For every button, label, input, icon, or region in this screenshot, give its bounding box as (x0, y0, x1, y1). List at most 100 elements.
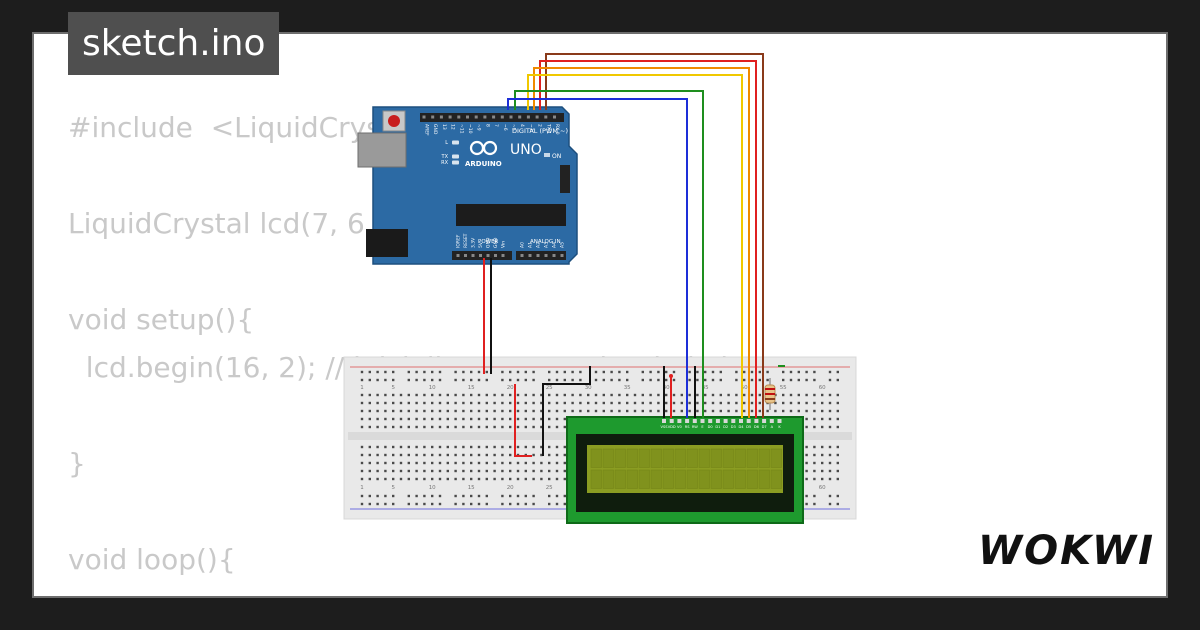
digital-pin-label: RX 0 (554, 124, 560, 135)
digital-pin[interactable] (553, 115, 556, 119)
column-number: 1 (360, 485, 364, 491)
power-pin[interactable] (501, 254, 505, 257)
digital-pin-label: 2 (537, 124, 543, 127)
analog-pin[interactable] (560, 254, 564, 257)
power-pin[interactable] (456, 254, 460, 257)
lcd-pin[interactable] (700, 419, 705, 423)
wire-green-d6[interactable] (514, 90, 704, 418)
digital-pin-label: 12 (450, 124, 456, 130)
lcd-pin[interactable] (746, 419, 751, 423)
lcd-pin[interactable] (685, 419, 690, 423)
wire-red-d2[interactable] (539, 60, 757, 418)
power-label: POWER (478, 239, 499, 245)
lcd-cell (770, 469, 782, 489)
digital-pin[interactable] (483, 115, 487, 119)
digital-pin[interactable] (439, 115, 443, 119)
power-pin[interactable] (494, 254, 497, 257)
lcd-cell (650, 448, 662, 468)
lcd-cell (770, 448, 782, 468)
digital-pin[interactable] (500, 115, 504, 119)
digital-pin-label: TX 1 (545, 123, 551, 134)
reset-button[interactable] (388, 115, 400, 127)
analog-pin[interactable] (520, 254, 524, 257)
lcd-pin-label: D4 (738, 425, 744, 429)
lcd-cell (746, 469, 758, 489)
power-pin[interactable] (464, 254, 467, 257)
lcd-cell (674, 469, 686, 489)
lcd-pin[interactable] (731, 419, 736, 423)
digital-pin[interactable] (518, 115, 522, 119)
wire-yellow[interactable] (527, 74, 743, 418)
lcd-pin[interactable] (677, 419, 682, 423)
lcd-pin[interactable] (662, 419, 666, 423)
digital-pin[interactable] (492, 115, 496, 119)
column-number: 20 (507, 485, 514, 491)
lcd-pin[interactable] (777, 419, 782, 423)
resistor[interactable] (764, 378, 776, 410)
wire-blue-d7[interactable] (507, 98, 688, 418)
power-pin-label: RESET (463, 233, 469, 248)
digital-pin[interactable] (474, 115, 478, 119)
digital-pin[interactable] (448, 115, 452, 119)
lcd-pin-label: D5 (746, 425, 751, 429)
power-pin-label: 5V (478, 241, 484, 248)
power-pin[interactable] (479, 254, 482, 257)
digital-pin-label: ~9 (476, 124, 482, 131)
wire-red-rail[interactable] (514, 384, 532, 457)
usb-connector (357, 132, 407, 168)
lcd-pin-label: VSS (660, 425, 668, 429)
arduino-uno[interactable]: DIGITAL (PWM ~) UNO ARDUINO ON ANALOG IN… (357, 106, 578, 265)
lcd-pin-label: D7 (762, 425, 767, 429)
power-pin[interactable] (471, 254, 475, 257)
lcd-cell (626, 448, 638, 468)
digital-pin[interactable] (535, 115, 539, 119)
wire-brown[interactable] (545, 53, 764, 418)
analog-pin[interactable] (552, 254, 556, 257)
lcd-pin[interactable] (723, 419, 728, 423)
lcd-pin-label: RS (685, 425, 690, 429)
digital-pin-label: AREF (424, 124, 430, 136)
digital-pin[interactable] (509, 115, 513, 119)
lcd-pin[interactable] (715, 419, 720, 423)
wires[interactable] (483, 53, 785, 457)
power-pin-label: GND (493, 237, 499, 248)
lcd-pin[interactable] (692, 419, 697, 423)
column-number: 45 (702, 385, 709, 391)
wire-black-rail[interactable] (542, 366, 591, 456)
power-pin-label: IOREF (456, 234, 462, 248)
lcd-pin[interactable] (739, 419, 743, 423)
lcd-cell (746, 448, 758, 468)
analog-pin[interactable] (544, 254, 548, 257)
digital-pin[interactable] (457, 115, 461, 119)
lcd-pin[interactable] (769, 419, 774, 423)
digital-pin[interactable] (422, 115, 426, 119)
digital-pin[interactable] (526, 115, 530, 119)
lcd-pin[interactable] (669, 419, 674, 423)
digital-pin[interactable] (544, 115, 548, 119)
power-pin-label: 3.3V (471, 237, 477, 248)
on-label: ON (552, 153, 561, 160)
digital-pin[interactable] (466, 115, 469, 119)
column-number: 40 (663, 385, 670, 391)
digital-pin-label: ~6 (502, 124, 508, 131)
analog-pin-label: A4 (552, 242, 558, 248)
column-number: 15 (468, 385, 475, 391)
lcd-pin[interactable] (754, 419, 759, 423)
wokwi-logo: WOKWI (978, 528, 1156, 574)
icsp-header (560, 165, 570, 193)
lcd-pin[interactable] (762, 419, 767, 423)
power-pin[interactable] (486, 254, 490, 257)
digital-pin[interactable] (431, 115, 435, 119)
wire-orange[interactable] (533, 67, 750, 418)
analog-pin[interactable] (536, 254, 540, 257)
column-number: 15 (468, 485, 475, 491)
analog-pin[interactable] (528, 254, 532, 257)
digital-pin-label: 13 (441, 124, 447, 130)
lcd-cell (602, 448, 614, 468)
lcd-pin[interactable] (708, 419, 713, 423)
analog-label: ANALOG IN (530, 239, 561, 245)
analog-pin-label: A5 (560, 242, 566, 248)
column-number: 60 (819, 485, 826, 491)
